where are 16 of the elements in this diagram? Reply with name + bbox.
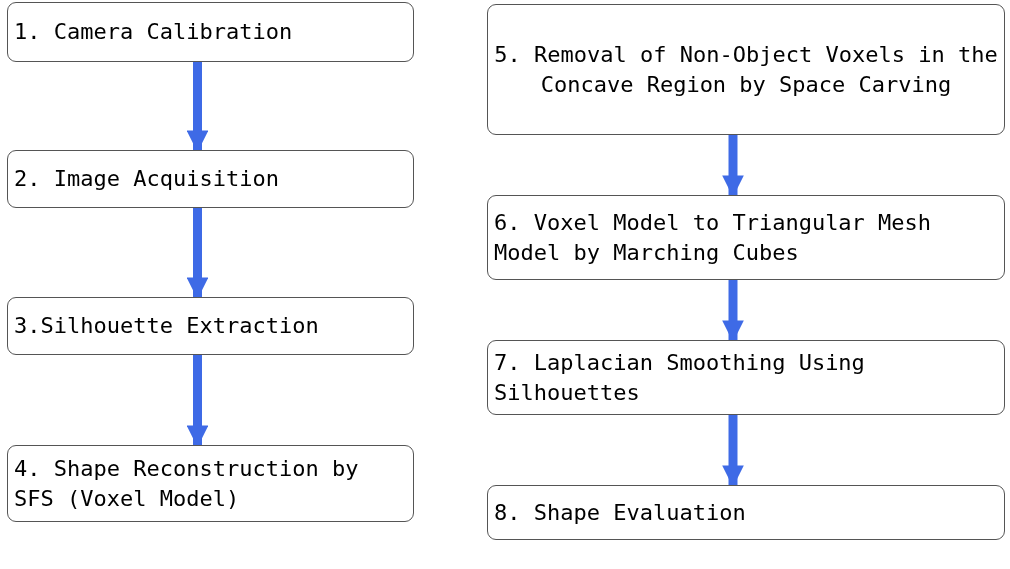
step-label: 4. Shape Reconstruction by SFS (Voxel Model) xyxy=(14,454,360,513)
process-box xyxy=(487,195,1005,280)
process-box xyxy=(7,2,414,62)
step-label: 8. Shape Evaluation xyxy=(494,498,746,527)
step-label: 7. Laplacian Smoothing Using Silhouettes xyxy=(494,348,866,407)
step-label: 5. Removal of Non-Object Voxels in the Concave Region by Space Carving xyxy=(494,40,998,99)
process-box xyxy=(7,297,414,355)
process-box xyxy=(487,485,1005,540)
step-label: 6. Voxel Model to Triangular Mesh Model by Marching Cubes xyxy=(494,208,933,267)
process-box xyxy=(7,445,414,522)
process-box xyxy=(7,150,414,208)
step-label: 3.Silhouette Extraction xyxy=(14,312,319,340)
step-label: 1. Camera Calibration xyxy=(14,18,293,46)
process-box xyxy=(487,4,1005,135)
process-box xyxy=(487,340,1005,415)
step-label: 2. Image Acquisition xyxy=(14,165,279,193)
